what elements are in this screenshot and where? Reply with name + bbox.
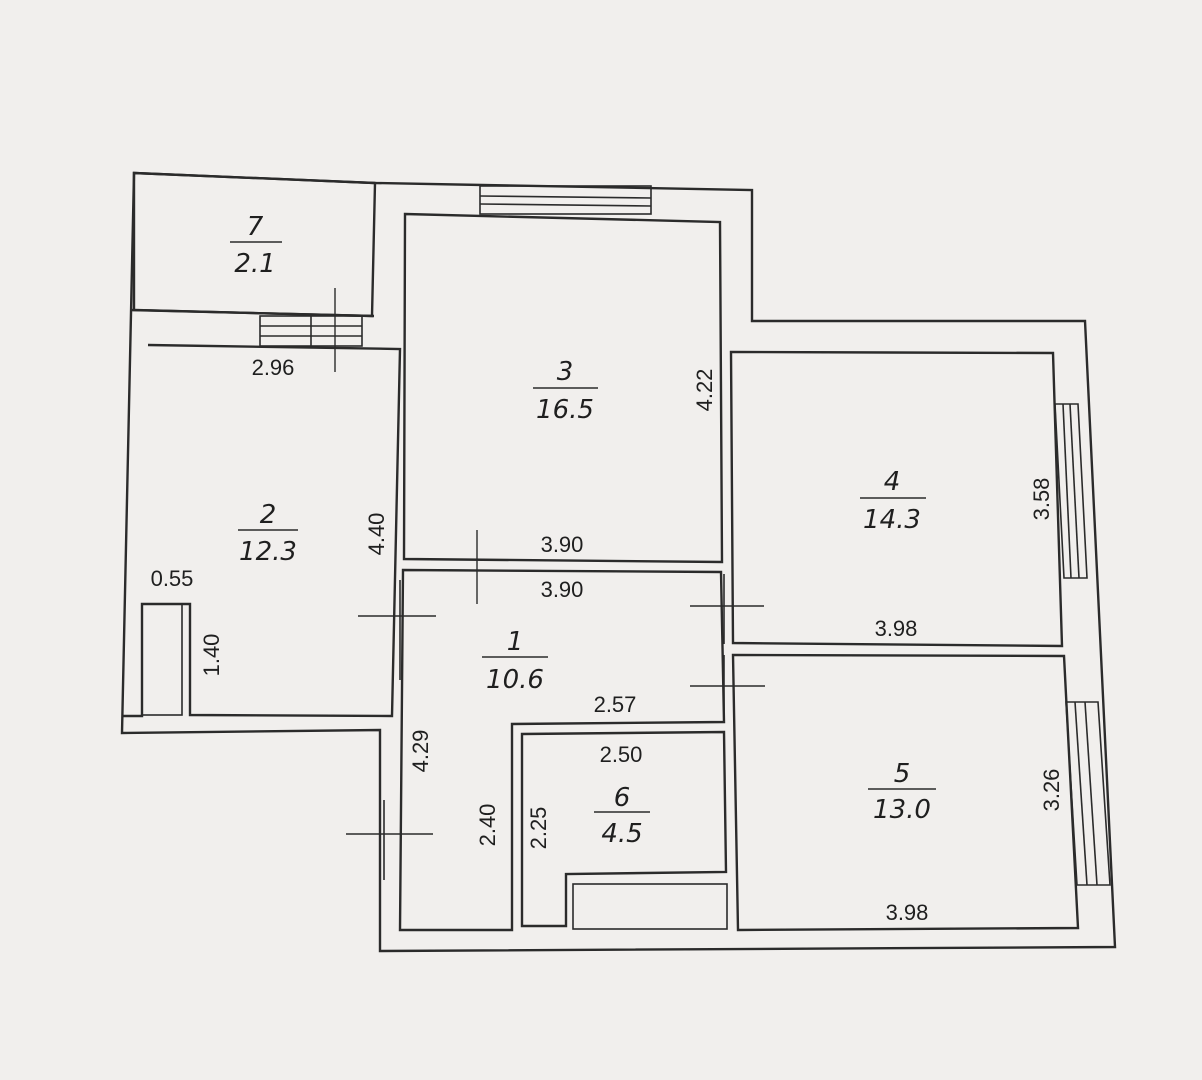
window-room-7: [437, 569, 721, 573]
room-7-area: 2.1: [234, 249, 275, 279]
dim-room-4-height: 3.58: [1029, 478, 1054, 521]
dim-room-2-niche-width: 0.55: [151, 566, 194, 591]
room-7-number: 7: [247, 212, 264, 242]
label-room-1: 1 10.6: [482, 627, 548, 695]
room-2: [122, 343, 402, 718]
dim-room-4-width: 3.98: [875, 616, 918, 641]
room-3-number: 3: [557, 357, 574, 387]
label-room-4: 4 14.3: [860, 467, 926, 535]
window-room-4: [1054, 403, 1088, 579]
room-6: [520, 730, 728, 930]
dim-room-2-width: 2.96: [252, 355, 295, 380]
dim-room-6-height: 2.25: [526, 807, 551, 850]
room-5-area: 13.0: [873, 795, 931, 825]
label-room-7: 7 2.1: [230, 212, 282, 279]
room-1-area: 10.6: [486, 665, 544, 695]
room-3-area: 16.5: [536, 395, 594, 425]
room-3: [402, 212, 724, 564]
dim-room-2-niche-height: 1.40: [199, 634, 224, 677]
dim-room-1-lower-height: 2.40: [475, 804, 500, 847]
label-room-6: 6 4.5: [594, 783, 650, 849]
room-4-number: 4: [884, 467, 901, 497]
dim-room-2-height: 4.40: [364, 513, 389, 556]
room-1-number: 1: [507, 627, 524, 657]
dim-room-5-height: 3.26: [1039, 769, 1064, 812]
label-room-2: 2 12.3: [238, 500, 298, 567]
dim-room-3-height: 4.22: [692, 369, 717, 412]
room-5: [731, 653, 1080, 932]
room-2-number: 2: [260, 500, 277, 530]
room-6-area: 4.5: [601, 819, 642, 849]
room-1: [398, 568, 726, 932]
window-room-2: [259, 315, 363, 347]
label-room-3: 3 16.5: [533, 357, 598, 425]
dim-room-5-width: 3.98: [886, 900, 929, 925]
room-4: [729, 350, 1064, 648]
dim-room-1-height: 4.29: [408, 730, 433, 773]
dim-room-6-width: 2.50: [600, 742, 643, 767]
dim-room-3-width: 3.90: [541, 532, 584, 557]
door-marks: [334, 288, 765, 880]
windows: [259, 185, 1111, 886]
room-6-fixture: [572, 883, 728, 930]
dim-room-1-width: 3.90: [541, 577, 584, 602]
room-5-number: 5: [894, 759, 911, 789]
dim-room-1-lower-width: 2.57: [594, 692, 637, 717]
room-2-area: 12.3: [239, 537, 297, 567]
room-2-niche: [141, 603, 183, 716]
room-4-area: 14.3: [863, 505, 921, 535]
room-6-number: 6: [614, 783, 631, 813]
room-labels: 7 2.1 2 12.3 3 16.5 4 14.3 1 10.6 5 13.0: [230, 212, 936, 849]
window-room-5: [1065, 701, 1111, 886]
window-room-3: [479, 185, 652, 215]
room-7: [129, 171, 377, 318]
dimension-labels: 2.96 4.40 0.55 1.40 3.90 4.22 3.90 4.29 …: [151, 355, 1064, 925]
label-room-5: 5 13.0: [868, 759, 936, 825]
